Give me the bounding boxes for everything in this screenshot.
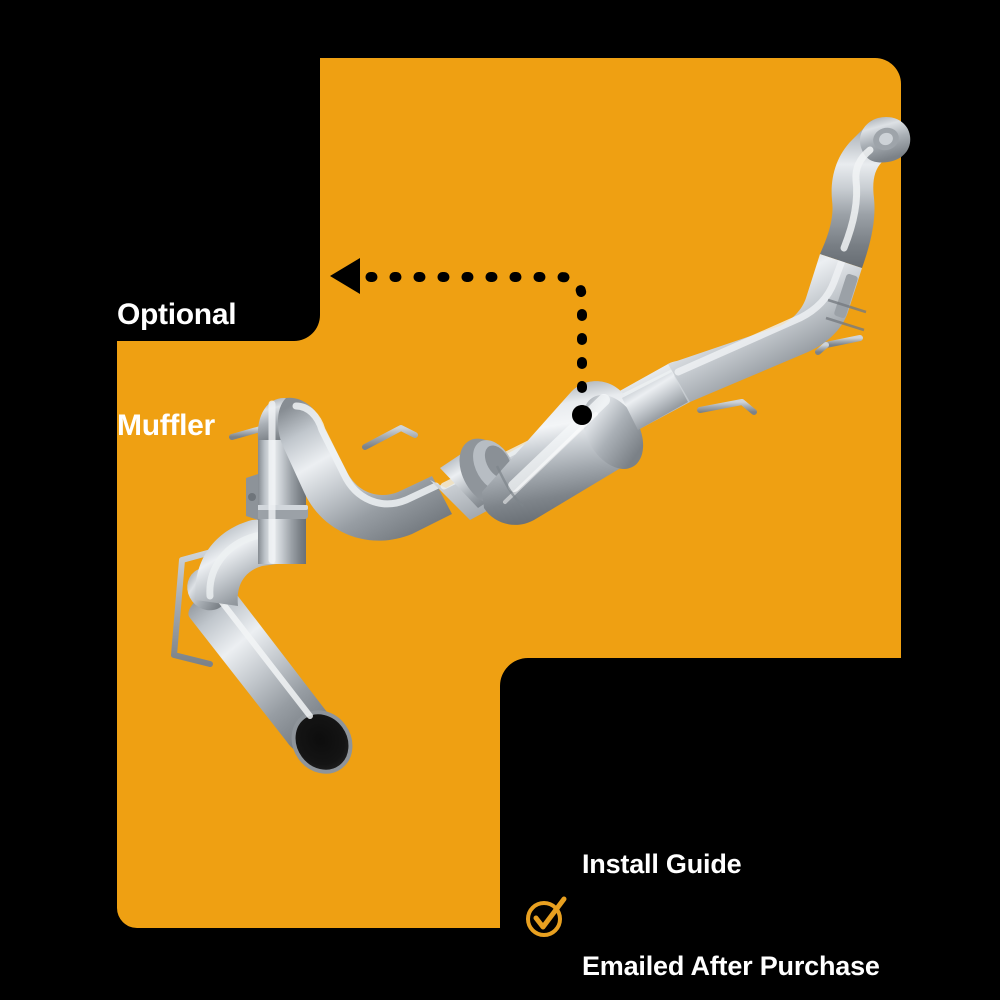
s-bend [277,397,452,541]
arrow-head-icon [330,258,360,294]
install-guide-badge: Install Guide Emailed After Purchase [524,779,880,1000]
callout-line-1: Optional [117,298,237,331]
exhaust-geometry [171,116,911,774]
badge-line-1: Install Guide [582,849,742,879]
downpipe [820,116,911,332]
lower-bend [195,516,306,606]
optional-muffler-label: Optional Muffler [117,222,237,518]
install-guide-text: Install Guide Emailed After Purchase [582,779,880,1000]
arrow-origin-dot [572,405,592,425]
callout-line-2: Muffler [117,409,215,442]
mid-pipe [430,361,701,520]
check-circle-icon [526,896,567,937]
upper-right-pipe [668,246,862,402]
hanger-brackets [171,335,863,667]
arrow-dashed-line [347,272,587,417]
vertical-riser [246,398,311,564]
optional-muffler [440,372,688,525]
tailpipe [187,567,353,774]
badge-line-2: Emailed After Purchase [582,951,880,981]
